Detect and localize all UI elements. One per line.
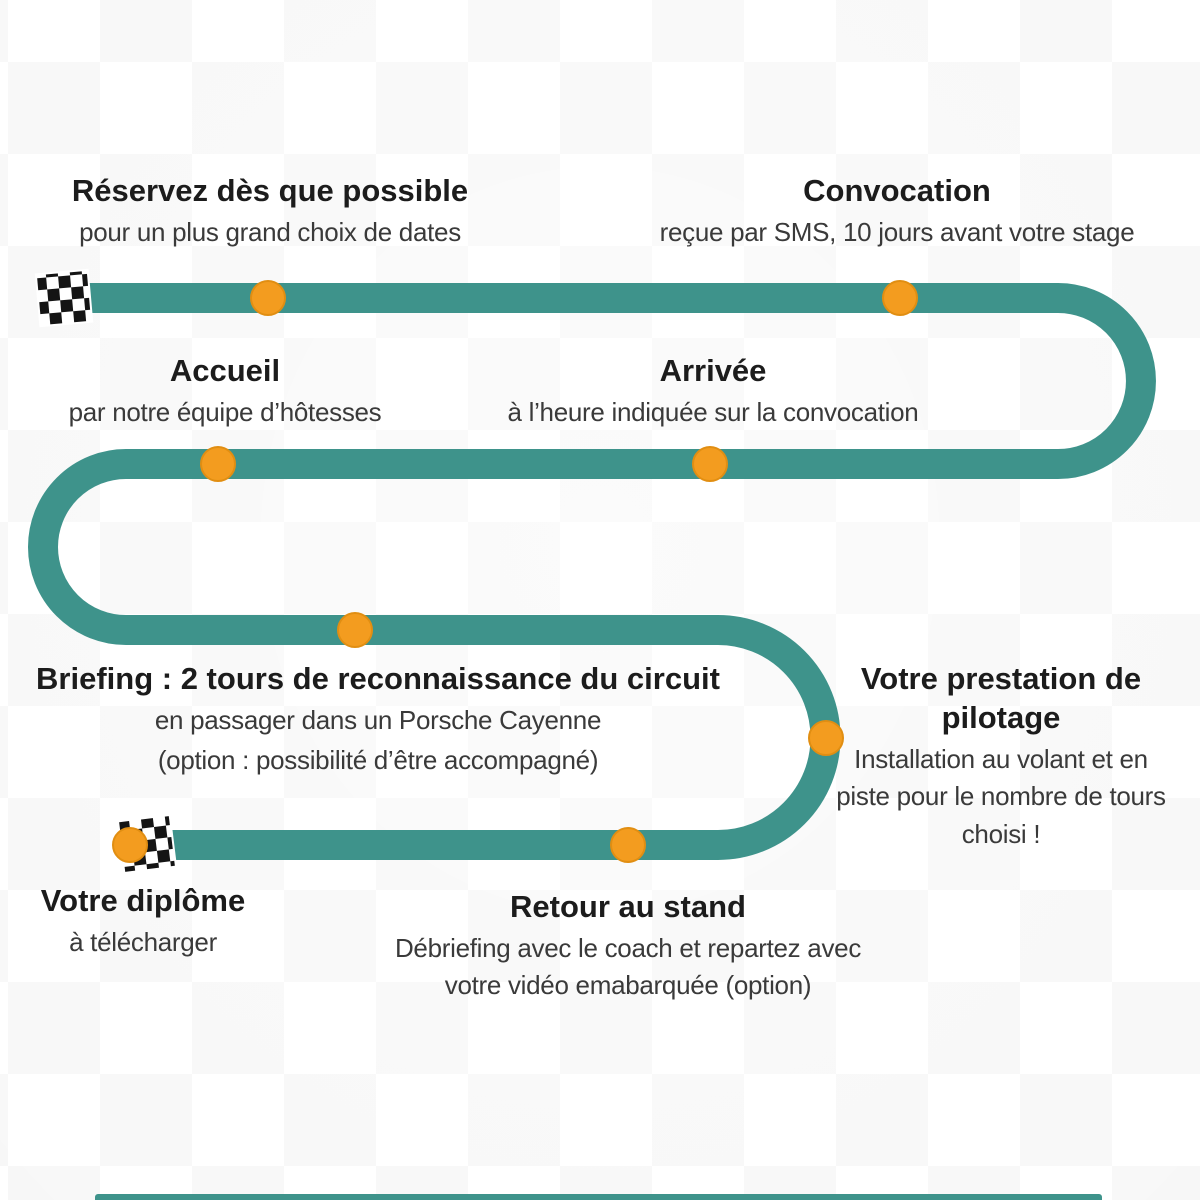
milestone-dot-prestation xyxy=(808,720,844,756)
milestone-subtitle: par notre équipe d’hôtesses xyxy=(68,396,382,427)
milestone-subtitle: Installation au volant et en piste pour … xyxy=(836,743,1166,849)
milestone-subtitle: à l’heure indiquée sur la convocation xyxy=(507,396,919,427)
milestone-title: Accueil xyxy=(169,353,281,388)
milestone-dot-reservez xyxy=(250,280,286,316)
milestone-subtitle: reçue par SMS, 10 jours avant votre stag… xyxy=(659,216,1135,247)
milestone-title: Convocation xyxy=(803,173,991,208)
milestone-arrivee: Arrivée à l’heure indiquée sur la convoc… xyxy=(433,352,993,431)
milestone-retour: Retour au stand Débriefing avec le coach… xyxy=(373,888,883,1005)
bottom-track-edge xyxy=(95,1194,1102,1200)
milestone-dot-retour xyxy=(610,827,646,863)
milestone-subtitle-2: (option : possibilité d’être accompagné) xyxy=(157,745,599,776)
milestone-title: Retour au stand xyxy=(510,889,746,924)
milestone-title: Réservez dès que possible xyxy=(71,173,469,208)
milestone-prestation: Votre prestation de pilotage Installatio… xyxy=(829,660,1174,854)
milestone-title: Briefing : 2 tours de reconnaissance du … xyxy=(36,661,720,696)
milestone-dot-diplome xyxy=(112,827,148,863)
milestone-subtitle: pour un plus grand choix de dates xyxy=(79,216,461,247)
milestone-reservez: Réservez dès que possible pour un plus g… xyxy=(0,172,550,251)
milestone-accueil: Accueil par notre équipe d’hôtesses xyxy=(0,352,450,431)
milestone-dot-arrivee xyxy=(692,446,728,482)
milestone-title: Votre prestation de pilotage xyxy=(860,661,1142,735)
milestone-dot-convocation xyxy=(882,280,918,316)
milestone-title: Votre diplôme xyxy=(40,883,246,918)
milestone-convocation: Convocation reçue par SMS, 10 jours avan… xyxy=(597,172,1197,251)
milestone-title: Arrivée xyxy=(659,353,767,388)
milestone-subtitle: Débriefing avec le coach et repartez ave… xyxy=(394,932,862,1001)
milestone-dot-accueil xyxy=(200,446,236,482)
milestone-subtitle: en passager dans un Porsche Cayenne xyxy=(154,704,602,735)
milestone-subtitle: à télécharger xyxy=(69,926,217,957)
milestone-dot-briefing xyxy=(337,612,373,648)
milestone-diplome: Votre diplôme à télécharger xyxy=(0,882,303,961)
milestone-briefing: Briefing : 2 tours de reconnaissance du … xyxy=(0,660,768,780)
start-flag-icon xyxy=(34,268,94,328)
